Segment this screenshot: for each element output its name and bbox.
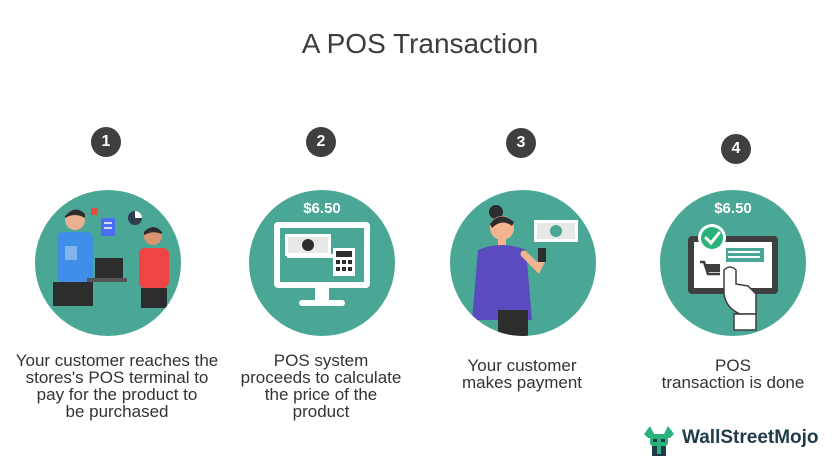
people-at-terminal-icon — [53, 208, 169, 308]
caption-line: POS system — [273, 351, 369, 370]
step-2-illustration: $6.50 — [249, 190, 395, 336]
wallstreetmojo-logo: WallStreetMojo — [640, 420, 830, 456]
step-1-caption: Your customer reaches the stores's POS t… — [14, 352, 220, 420]
caption-line: be purchased — [65, 402, 169, 421]
caption-line: proceeds to calculate — [240, 368, 402, 387]
step-4-illustration: $6.50 — [660, 190, 806, 336]
step-3-number: 3 — [506, 128, 536, 158]
caption-line: makes payment — [462, 373, 582, 392]
caption-line: Your customer — [467, 356, 577, 375]
caption-line: Your customer reaches the — [15, 351, 219, 370]
caption-line: stores's POS terminal to — [25, 368, 209, 387]
step-4-caption: POS transaction is done — [658, 357, 808, 391]
step-4-number: 4 — [721, 134, 751, 164]
step-3-caption: Your customer makes payment — [447, 357, 597, 391]
step-2-number: 2 — [306, 127, 336, 157]
step-4-price: $6.50 — [714, 200, 752, 217]
caption-line: POS — [715, 356, 751, 375]
logo-text: WallStreetMojo — [682, 427, 819, 448]
monitor-calculator-icon — [274, 222, 370, 306]
step-2-caption: POS system proceeds to calculate the pri… — [226, 352, 416, 420]
step-1-illustration — [35, 190, 181, 336]
customer-paying-icon — [472, 205, 578, 336]
page-title: A POS Transaction — [301, 28, 539, 59]
caption-line: product — [292, 402, 350, 421]
caption-line: pay for the product to — [36, 385, 198, 404]
step-1-number: 1 — [91, 127, 121, 157]
tablet-checkmark-icon — [688, 224, 778, 331]
caption-line: transaction is done — [661, 373, 805, 392]
mojo-mascot-icon — [644, 426, 674, 456]
step-3-illustration — [450, 190, 596, 336]
step-2-price: $6.50 — [303, 200, 341, 217]
caption-line: the price of the — [264, 385, 378, 404]
